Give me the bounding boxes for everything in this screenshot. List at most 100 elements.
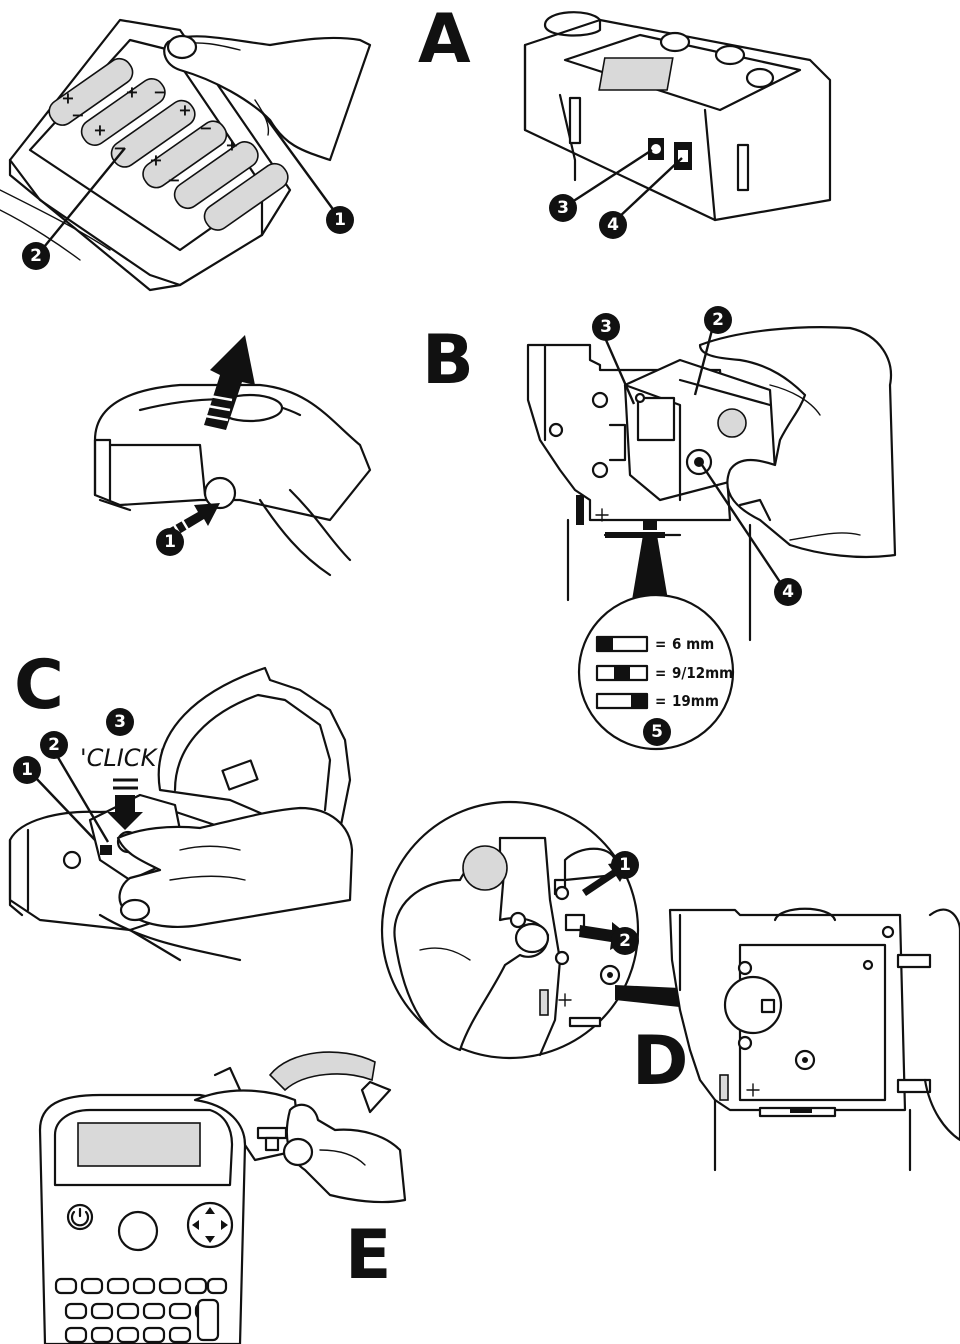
printer-lid-open (93, 383, 372, 577)
callout-c-1: 1 (13, 756, 41, 784)
tape-size-row: = 9/12mm (595, 664, 733, 682)
keypad-key (142, 1326, 166, 1344)
callout-b-5: 5 (643, 718, 671, 746)
battery-set: + + + + + + − − − − − (48, 57, 289, 231)
lcd-display (77, 1122, 201, 1167)
section-letter-d: D (632, 1022, 688, 1101)
battery-plus-symbol: + (178, 101, 191, 120)
hand-c (116, 806, 354, 928)
keypad-key (80, 1277, 104, 1295)
callout-d-2: 2 (611, 927, 639, 955)
svg-text:1: 1 (334, 210, 346, 230)
leader-line (617, 157, 683, 219)
battery (48, 57, 134, 126)
keypad-key (132, 1277, 156, 1295)
callout-a-2: 2 (22, 242, 50, 270)
svg-text:5: 5 (651, 722, 663, 742)
click-sound-label: 'CLICK!' (80, 744, 173, 772)
battery-plus-symbol: + (61, 89, 74, 108)
keypad-key (184, 1277, 208, 1295)
printer-open-view-d (668, 907, 960, 1172)
svg-text:=: = (655, 664, 666, 682)
callout-b-1: 1 (156, 528, 184, 556)
leader-line (54, 753, 110, 843)
battery-plus-symbol: + (125, 83, 138, 102)
keypad-key (64, 1302, 88, 1320)
svg-text:2: 2 (619, 931, 631, 951)
leader-line (699, 461, 783, 586)
battery-minus-symbol: − (153, 83, 166, 102)
leader-line (39, 147, 126, 253)
battery (203, 162, 289, 231)
keypad-key (206, 1277, 228, 1295)
battery (173, 141, 259, 210)
callout-b-3: 3 (592, 313, 620, 341)
keypad-key (116, 1302, 140, 1320)
keypad-key (196, 1298, 220, 1342)
printer-front-view (38, 1066, 302, 1344)
svg-text:4: 4 (782, 582, 794, 602)
keypad-key (106, 1277, 130, 1295)
svg-text:=: = (655, 692, 666, 710)
section-letter-e: E (345, 1216, 391, 1295)
leader-line (693, 329, 714, 396)
hand-a (163, 34, 372, 162)
svg-text:=: = (655, 635, 666, 653)
battery-plus-symbol: + (225, 136, 238, 155)
leader-line (261, 111, 336, 213)
svg-text:1: 1 (21, 760, 33, 780)
arrow-rotate (268, 1051, 392, 1114)
svg-text:3: 3 (557, 198, 569, 218)
leader-line (33, 775, 96, 841)
hand-e (282, 1103, 407, 1204)
battery-minus-symbol: − (113, 139, 126, 158)
svg-text:3: 3 (600, 317, 612, 337)
battery (142, 120, 228, 189)
battery-minus-symbol: − (167, 171, 180, 190)
callout-a-4: 4 (599, 211, 627, 239)
section-letter-c: C (14, 646, 64, 725)
lcd-screen (598, 57, 674, 91)
keypad-key (158, 1277, 182, 1295)
callout-a-1: 1 (326, 206, 354, 234)
tape-size-row: = 6 mm (595, 635, 714, 653)
tape-size-19mm: 19mm (672, 692, 719, 710)
section-letter-a: A (418, 0, 471, 79)
magnifier-pointer (632, 535, 668, 600)
svg-text:2: 2 (712, 310, 724, 330)
callout-c-2: 2 (40, 731, 68, 759)
svg-text:2: 2 (30, 246, 42, 266)
tape-size-6mm: 6 mm (672, 635, 714, 653)
battery (80, 78, 166, 146)
keypad-key (90, 1302, 114, 1320)
hand-b (698, 326, 897, 559)
callout-c-3: 3 (106, 708, 134, 736)
keypad-key (116, 1326, 140, 1344)
tape-size-9-12mm: 9/12mm (672, 664, 733, 682)
callout-b-4: 4 (774, 578, 802, 606)
keypad-key (168, 1326, 192, 1344)
svg-text:1: 1 (164, 532, 176, 552)
svg-text:3: 3 (114, 712, 126, 732)
keypad-key (142, 1302, 166, 1320)
battery-plus-symbol: + (149, 151, 162, 170)
battery-minus-symbol: − (199, 119, 212, 138)
leader-line (604, 339, 636, 405)
keypad-key (54, 1277, 78, 1295)
printer-back-view (523, 11, 832, 222)
callout-d-1: 1 (611, 851, 639, 879)
callout-a-3: 3 (549, 194, 577, 222)
svg-text:1: 1 (619, 855, 631, 875)
leader-line (571, 148, 653, 204)
svg-text:2: 2 (48, 735, 60, 755)
arrow-press-down (107, 778, 143, 830)
zoom-circle-detail (380, 800, 640, 1060)
keypad-key (90, 1326, 114, 1344)
lid-release-button (203, 476, 237, 510)
tape-size-row: = 19mm (595, 692, 719, 710)
keypad-key (168, 1302, 192, 1320)
svg-text:4: 4 (607, 215, 619, 235)
battery-plus-symbol: + (93, 121, 106, 140)
section-letter-b: B (422, 321, 474, 400)
